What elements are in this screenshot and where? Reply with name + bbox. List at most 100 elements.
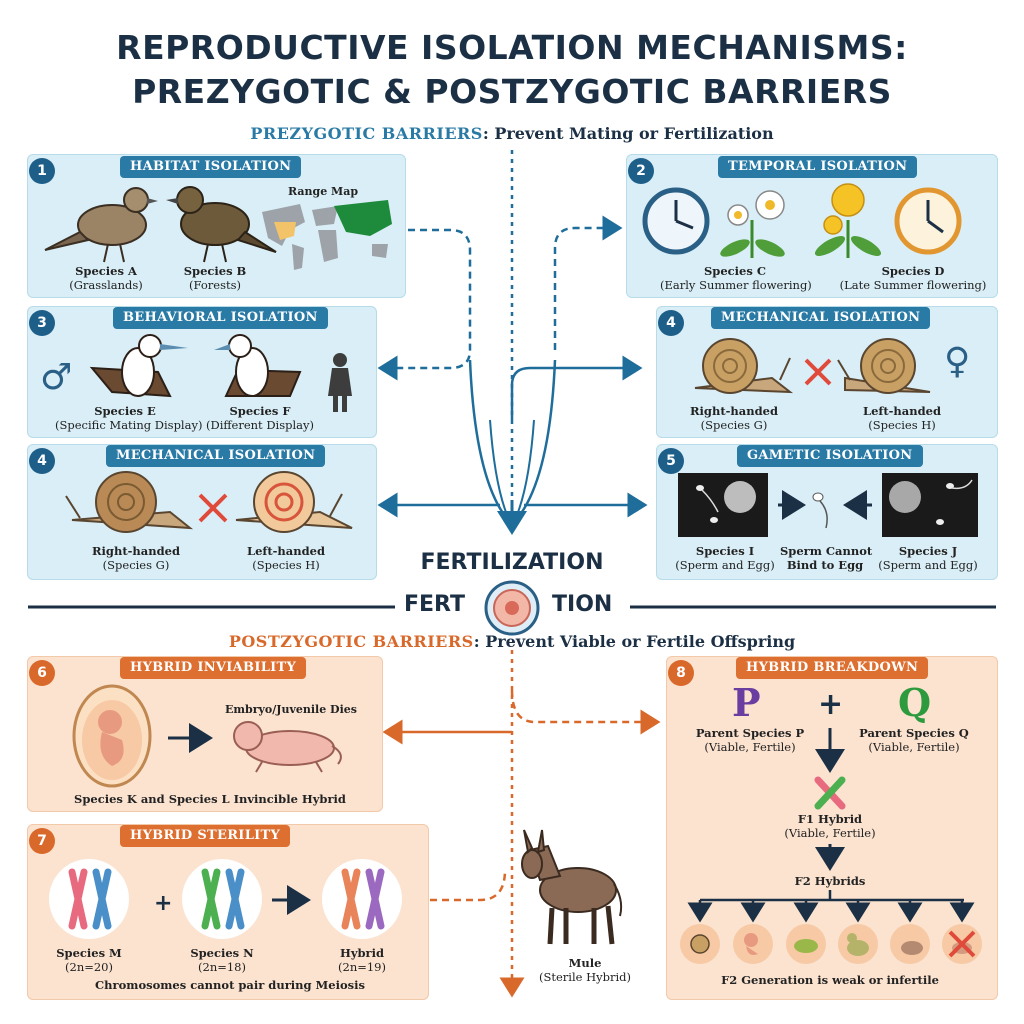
prezygotic-heading: PREZYGOTIC BARRIERS: Prevent Mating or F… [0, 124, 1024, 143]
species-status: (Viable, Fertile) [704, 740, 796, 754]
parent-q-label: Parent Species Q (Viable, Fertile) [854, 726, 974, 754]
species-h-label: Left-handed (Species H) [236, 544, 336, 572]
female-figure-icon [328, 353, 352, 412]
yellow-flower-icon [814, 183, 882, 258]
species-i-label: Species I (Sperm and Egg) [675, 544, 775, 572]
panel-number: 2 [628, 158, 654, 184]
arrow-from-sterility [430, 869, 507, 902]
panel-number: 8 [668, 660, 694, 686]
species-habitat: (Forests) [189, 278, 241, 292]
postzygotic-key: POSTZYGOTIC BARRIERS [228, 632, 474, 651]
panel-title: HYBRID BREAKDOWN [736, 657, 929, 679]
species-name: Parent Species Q [859, 726, 969, 740]
hybrid-label: Hybrid (2n=19) [327, 946, 397, 974]
white-flower-icon [720, 190, 785, 258]
plus-sign: + [818, 687, 844, 722]
snail-icon [65, 471, 194, 533]
postzygotic-rest: : Prevent Viable or Fertile Offspring [473, 632, 796, 651]
chromosome-count: (2n=20) [65, 960, 113, 974]
panel-title: HYBRID STERILITY [120, 825, 291, 847]
snail-icon [694, 338, 794, 394]
chromosome-count: (2n=19) [338, 960, 386, 974]
breakdown-caption: F2 Generation is weak or infertile [721, 973, 939, 987]
mule-label: Mule (Sterile Hybrid) [530, 956, 640, 984]
species-name: Hybrid [339, 946, 385, 960]
egg-cell-icon [724, 481, 756, 513]
species-c-label: Species C (Early Summer flowering) [660, 264, 812, 292]
species-id: (Species G) [700, 418, 768, 432]
panel-title: TEMPORAL ISOLATION [718, 156, 918, 178]
caption-line: Bind to Egg [786, 558, 864, 572]
hybrid-juvenile-icon [233, 721, 342, 773]
male-symbol-icon: ♂ [40, 357, 73, 398]
species-h-label: Left-handed (Species H) [852, 404, 952, 432]
gametic-caption: Sperm Cannot Bind to Egg [780, 544, 872, 572]
parent-q-letter: Q [898, 680, 932, 725]
panel-number: 4 [29, 448, 55, 474]
arrow-to-breakdown [510, 689, 661, 735]
species-g-label: Right-handed (Species G) [86, 544, 186, 572]
species-a-label: Species A (Grasslands) [66, 264, 146, 292]
clock-icon [642, 187, 710, 255]
species-name: Species A [75, 264, 137, 278]
species-b-label: Species B (Forests) [175, 264, 255, 292]
inviability-caption: Species K and Species L Invincible Hybri… [74, 792, 346, 806]
egg-embryo-icon [72, 684, 152, 788]
species-season: (Late Summer flowering) [839, 278, 987, 292]
page-title: REPRODUCTIVE ISOLATION MECHANISMS: PREZY… [0, 26, 1024, 114]
species-id: (Species H) [868, 418, 936, 432]
species-status: (Viable, Fertile) [784, 826, 876, 840]
species-gametes: (Sperm and Egg) [675, 558, 775, 572]
panel-number: 3 [29, 310, 55, 336]
species-name: Species I [695, 544, 755, 558]
title-line-2: PREZYGOTIC & POSTZYGOTIC BARRIERS [132, 72, 892, 111]
panel-title: GAMETIC ISOLATION [737, 445, 923, 467]
species-name: Species C [704, 264, 766, 278]
species-d-label: Species D (Late Summer flowering) [838, 264, 988, 292]
cross-icon [198, 493, 228, 523]
species-e-label: Species E (Specific Mating Display) [55, 404, 202, 432]
species-name: Species F [229, 404, 291, 418]
panel-number: 7 [29, 828, 55, 854]
panel-title: MECHANICAL ISOLATION [106, 445, 326, 467]
panel-title: HABITAT ISOLATION [120, 156, 302, 178]
species-j-label: Species J (Sperm and Egg) [878, 544, 978, 572]
postzygotic-heading: POSTZYGOTIC BARRIERS: Prevent Viable or … [0, 632, 1024, 651]
cross-icon [804, 358, 832, 386]
panel-number: 6 [29, 660, 55, 686]
egg-cell-icon [889, 481, 921, 513]
arrow-to-mechanical-right [510, 355, 643, 420]
species-g-label: Right-handed (Species G) [684, 404, 784, 432]
chromosome-icon [182, 859, 262, 939]
species-name: Left-handed [246, 544, 325, 558]
f1-hybrid-label: F1 Hybrid (Viable, Fertile) [770, 812, 890, 840]
species-n-label: Species N (2n=18) [187, 946, 257, 974]
female-symbol-icon: ♀ [944, 341, 971, 382]
sterility-caption: Chromosomes cannot pair during Meiosis [95, 978, 365, 992]
panel-number: 4 [658, 310, 684, 336]
bird-icon [214, 334, 302, 397]
clock-icon [894, 187, 962, 255]
arrow-habitat [377, 228, 472, 381]
species-name: Right-handed [690, 404, 778, 418]
chromosome-icon [322, 859, 402, 939]
species-name: Parent Species P [695, 726, 805, 740]
embryo-dies-label: Embryo/Juvenile Dies [225, 703, 357, 716]
arrow-temporal [553, 215, 623, 350]
species-name: Right-handed [92, 544, 180, 558]
species-display: (Different Display) [205, 418, 315, 432]
parent-p-letter: P [732, 680, 761, 725]
panel-number: 5 [658, 448, 684, 474]
snail-icon [235, 471, 353, 533]
divider-left-text: FERT [404, 592, 466, 617]
mule-description: (Sterile Hybrid) [538, 970, 632, 984]
chromosome-icon [49, 859, 129, 939]
species-status: (Viable, Fertile) [868, 740, 960, 754]
